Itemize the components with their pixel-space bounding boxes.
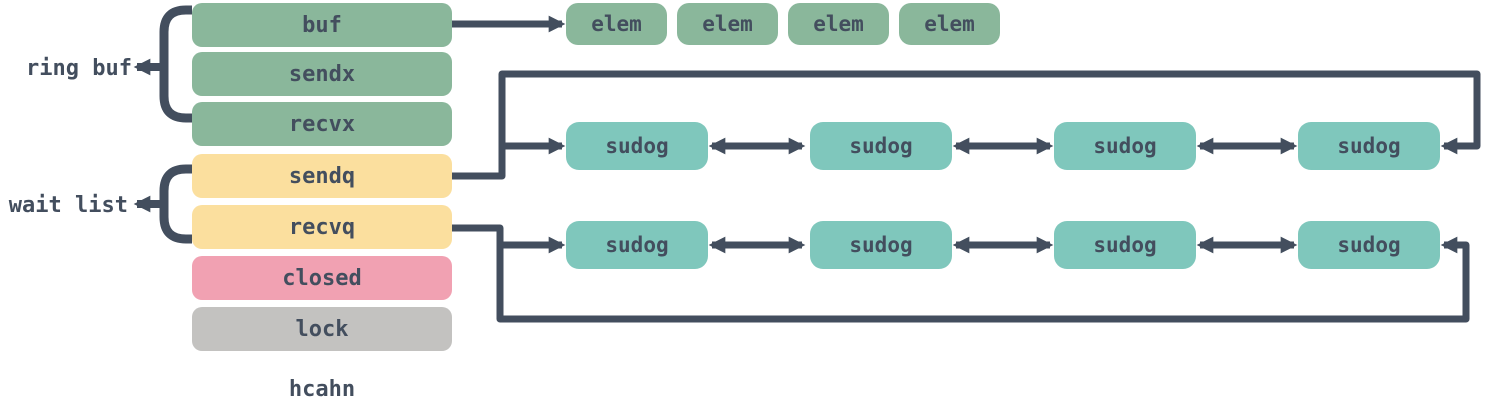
ring-buf-label: ring buf <box>26 56 132 81</box>
recvq-sudog-box: sudog <box>810 221 952 269</box>
elem-box: elem <box>677 3 778 45</box>
wait-list-label: wait list <box>8 193 128 218</box>
hchan-field-recvx: recvx <box>192 102 452 146</box>
recvq-sudog-box: sudog <box>566 221 708 269</box>
elem-box: elem <box>899 3 1000 45</box>
ring-buf-bracket <box>159 5 192 123</box>
recvq-sudog-box: sudog <box>1298 221 1440 269</box>
sendq-sudog-box: sudog <box>810 122 952 170</box>
recvq-wrap-line <box>452 224 1470 323</box>
recvq-sudog-box: sudog <box>1054 221 1196 269</box>
hchan-caption: hcahn <box>288 377 356 402</box>
sendq-wrap-line <box>452 70 1481 180</box>
hchan-field-recvq: recvq <box>192 205 452 249</box>
elem-box: elem <box>566 3 667 45</box>
sendq-sudog-box: sudog <box>1298 122 1440 170</box>
hchan-field-sendq: sendq <box>192 154 452 198</box>
hchan-field-closed: closed <box>192 256 452 300</box>
elem-box: elem <box>788 3 889 45</box>
sendq-sudog-box: sudog <box>566 122 708 170</box>
hchan-field-lock: lock <box>192 307 452 351</box>
wait-list-bracket <box>159 164 192 244</box>
sendq-sudog-box: sudog <box>1054 122 1196 170</box>
hchan-field-buf: buf <box>192 3 452 47</box>
hchan-field-sendx: sendx <box>192 52 452 96</box>
